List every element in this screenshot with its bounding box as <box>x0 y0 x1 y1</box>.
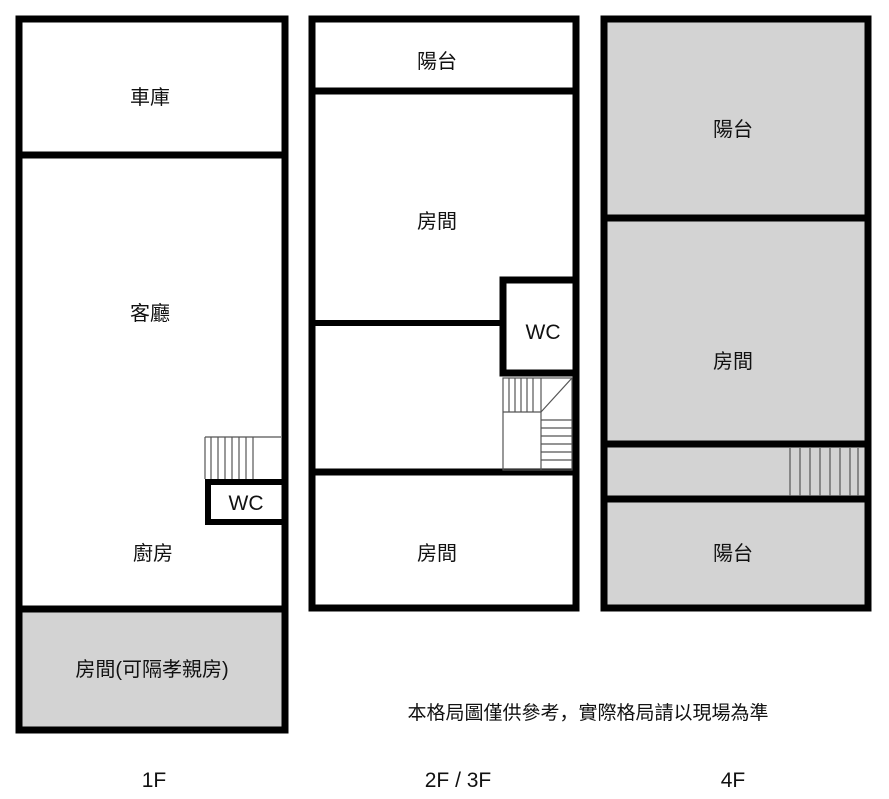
wc-label-1f: WC <box>229 492 264 515</box>
stairs-1f <box>204 436 281 479</box>
stairs-2f <box>502 377 573 471</box>
back-balcony-label-4f: 陽台 <box>713 542 753 565</box>
garage-label: 車庫 <box>130 86 170 109</box>
wc-label-2f: WC <box>526 321 561 344</box>
floor-1-outer-wall <box>15 15 289 734</box>
floor-4-shading <box>604 19 868 608</box>
balcony-label-2f: 陽台 <box>417 50 457 73</box>
living-room-label: 客廳 <box>130 302 170 325</box>
floor-label-4f: 4F <box>721 769 746 792</box>
stairs-4f <box>789 448 859 496</box>
floor-2-3-outer-wall <box>308 15 580 612</box>
parent-room-label: 房間(可隔孝親房) <box>75 658 228 681</box>
room-label-4f: 房間 <box>713 350 753 373</box>
parent-room-shading <box>19 609 285 730</box>
kitchen-label: 廚房 <box>133 541 173 565</box>
floor-label-2f-3f: 2F / 3F <box>425 769 492 792</box>
wc-wall-2f <box>499 276 574 377</box>
floor-2-3-plan: 陽台 房間 WC 房間 <box>308 15 580 612</box>
back-room-label-2f: 房間 <box>417 542 457 565</box>
disclaimer-note: 本格局圖僅供參考，實際格局請以現場為準 <box>407 702 768 724</box>
front-room-label-2f: 房間 <box>417 210 457 233</box>
floor-1-plan: 車庫 客廳 WC 廚房 房間(可隔孝親房) <box>15 15 289 734</box>
floor-label-1f: 1F <box>142 769 167 792</box>
floor-4-plan: 陽台 房間 陽台 <box>600 15 872 612</box>
floor-4-outer-wall <box>600 15 872 612</box>
wc-wall-1f <box>205 480 283 525</box>
front-balcony-label-4f: 陽台 <box>713 118 753 141</box>
